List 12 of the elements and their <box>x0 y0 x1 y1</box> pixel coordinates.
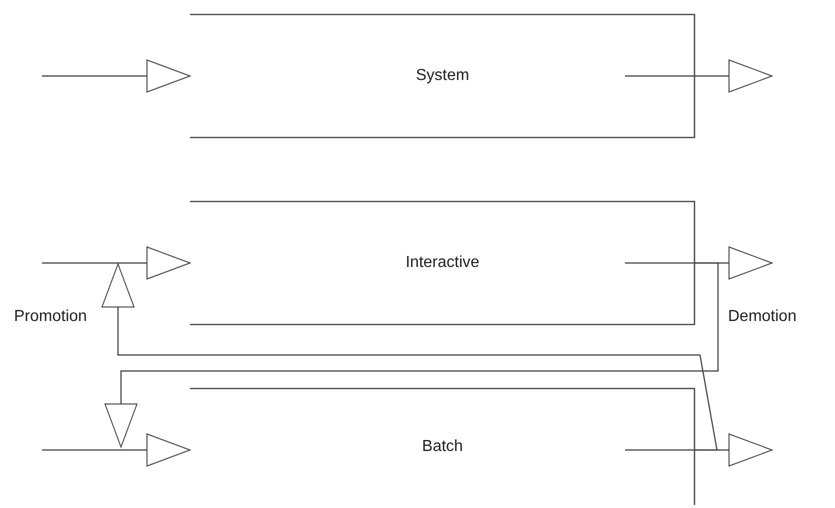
queue-box <box>190 14 695 138</box>
queue-label: Interactive <box>406 253 480 273</box>
queue-label: System <box>416 66 470 86</box>
arrow <box>42 434 190 466</box>
queue-box <box>190 388 695 505</box>
queue-box <box>190 201 695 325</box>
arrow <box>625 60 772 92</box>
arrow <box>625 434 772 466</box>
queue-label: Batch <box>422 436 463 456</box>
arrow <box>625 246 772 280</box>
arrow <box>42 60 190 92</box>
arrow <box>42 246 190 280</box>
